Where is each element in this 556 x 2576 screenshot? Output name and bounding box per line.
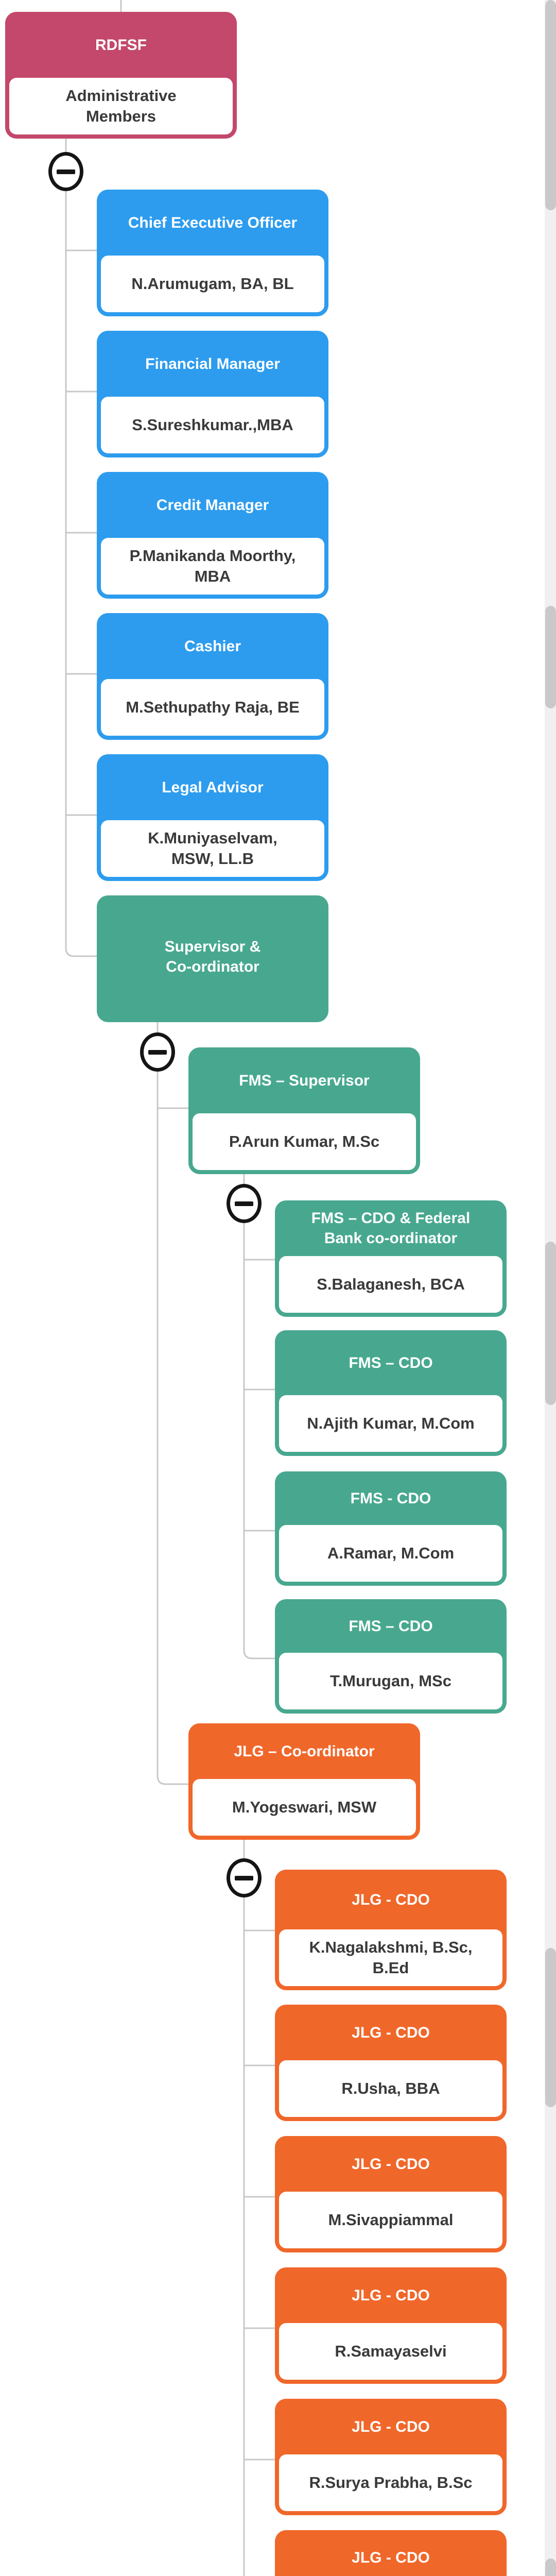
tree-connector-line [157, 1022, 188, 1785]
node-member-name: T.Murugan, MSc [279, 1653, 502, 1709]
org-node-rdfsf[interactable]: RDFSF Administrative Members [5, 12, 237, 139]
scrollbar-thumb[interactable] [545, 0, 556, 210]
node-title: RDFSF [95, 36, 147, 54]
scrollbar-thumb[interactable] [545, 1948, 556, 2107]
node-title: JLG – Co-ordinator [234, 1742, 375, 1760]
node-member-name: M.Yogeswari, MSW [193, 1779, 416, 1836]
node-title: Cashier [184, 637, 241, 655]
minus-icon [148, 1049, 167, 1055]
node-title: FMS - CDO [350, 1489, 431, 1507]
org-node-ajith[interactable]: FMS – CDO N.Ajith Kumar, M.Com [275, 1330, 507, 1456]
node-title: FMS – Supervisor [239, 1072, 370, 1089]
node-member-name: K.Muniyaselvam, MSW, LL.B [101, 820, 324, 877]
node-member-name: N.Arumugam, BA, BL [101, 256, 324, 312]
minus-icon [235, 1875, 253, 1880]
org-node-murugan[interactable]: FMS – CDO T.Murugan, MSc [275, 1599, 507, 1714]
node-title: Supervisor & Co-ordinator [164, 938, 261, 975]
node-title: JLG - CDO [352, 2549, 430, 2566]
node-title: JLG - CDO [352, 2418, 430, 2435]
org-node-siva[interactable]: JLG - CDO M.Sivappiammal [275, 2136, 507, 2252]
tree-connector-line [65, 139, 97, 957]
node-title: Credit Manager [156, 496, 269, 514]
node-title: JLG - CDO [352, 2024, 430, 2041]
node-member-name: S.Sureshkumar.,MBA [101, 397, 324, 453]
collapse-toggle-button[interactable] [140, 1032, 175, 1072]
node-title: JLG - CDO [352, 2155, 430, 2173]
node-member-name: M.Sivappiammal [279, 2192, 502, 2248]
node-member-name: A.Ramar, M.Com [279, 1525, 502, 1582]
tree-connector-line [243, 1174, 275, 1659]
node-member-name: P.Manikanda Moorthy, MBA [101, 538, 324, 595]
node-title: Legal Advisor [162, 778, 264, 796]
node-title: Chief Executive Officer [128, 214, 298, 231]
org-node-usha[interactable]: JLG - CDO R.Usha, BBA [275, 2005, 507, 2121]
tree-connector-line [243, 1839, 245, 2576]
node-member-name: R.Samayaselvi [279, 2323, 502, 2380]
collapse-toggle-button[interactable] [227, 1858, 262, 1897]
node-member-name: K.Nagalakshmi, B.Sc, B.Ed [279, 1929, 502, 1986]
collapse-toggle-button[interactable] [227, 1184, 262, 1223]
minus-icon [235, 1201, 253, 1206]
minus-icon [57, 169, 75, 174]
collapse-toggle-button[interactable] [48, 152, 83, 191]
org-node-nagalakshmi[interactable]: JLG - CDO K.Nagalakshmi, B.Sc, B.Ed [275, 1870, 507, 1990]
node-member-name: N.Ajith Kumar, M.Com [279, 1395, 502, 1452]
org-node-surya[interactable]: JLG - CDO R.Surya Prabha, B.Sc [275, 2399, 507, 2515]
node-member-name: S.Balaganesh, BCA [279, 1256, 502, 1313]
node-title: Financial Manager [145, 355, 280, 372]
scrollbar-thumb[interactable] [545, 606, 556, 708]
node-member-name: R.Surya Prabha, B.Sc [279, 2454, 502, 2511]
node-title: JLG - CDO [352, 2286, 430, 2304]
node-title: FMS – CDO [349, 1617, 433, 1635]
scrollbar-thumb[interactable] [545, 2558, 556, 2576]
node-title: JLG - CDO [352, 1891, 430, 1908]
org-node-azha[interactable]: JLG - CDOB.Azhahurani [275, 2530, 507, 2576]
node-title: FMS – CDO [349, 1354, 433, 1371]
org-node-ramar[interactable]: FMS - CDO A.Ramar, M.Com [275, 1471, 507, 1586]
scrollbar-track[interactable] [545, 0, 556, 2576]
node-title: FMS – CDO & Federal Bank co-ordinator [311, 1210, 471, 1247]
node-member-name: R.Usha, BBA [279, 2060, 502, 2117]
node-member-name: M.Sethupathy Raja, BE [101, 679, 324, 736]
node-member-name: P.Arun Kumar, M.Sc [193, 1113, 416, 1170]
org-node-samaya[interactable]: JLG - CDO R.Samayaselvi [275, 2267, 507, 2384]
org-node-sup[interactable]: Supervisor & Co-ordinator [97, 895, 328, 1022]
node-member-name: Administrative Members [9, 78, 233, 134]
scrollbar-thumb[interactable] [545, 1242, 556, 1405]
